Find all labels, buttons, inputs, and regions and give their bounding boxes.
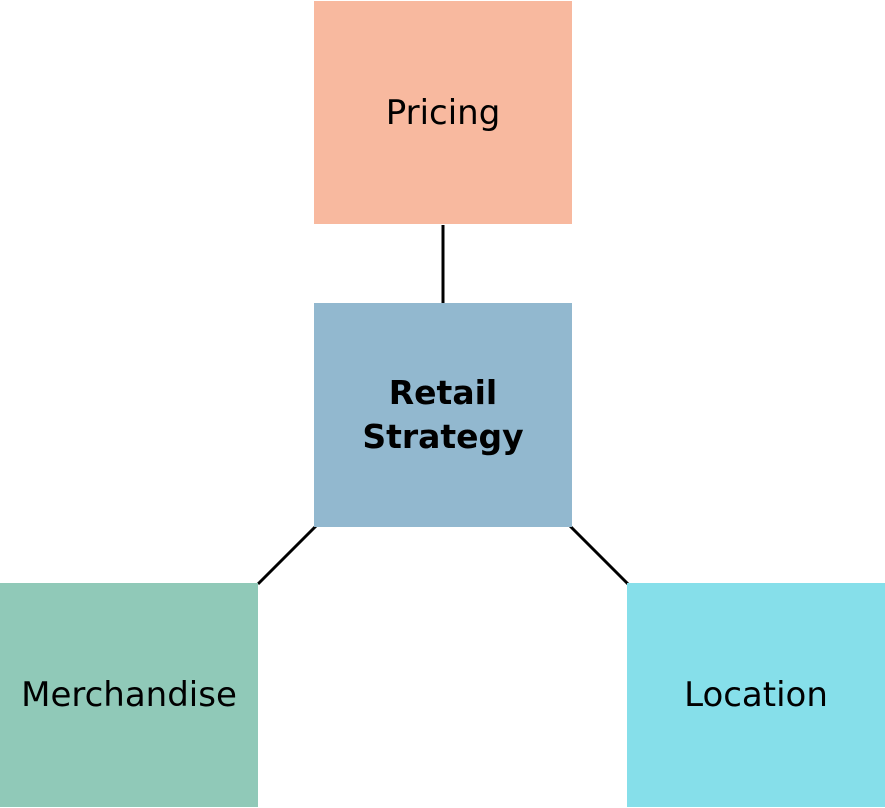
merchandise-label: Merchandise [21,675,237,715]
merchandise-node: Merchandise [0,583,258,807]
location-label: Location [684,675,828,715]
pricing-label: Pricing [385,92,501,133]
location-node: Location [627,583,885,807]
retail-strategy-node: Retail Strategy [314,303,572,527]
retail-strategy-label: Retail Strategy [362,373,524,456]
pricing-node: Pricing [314,1,572,224]
connector-location [568,524,630,586]
connector-merchandise [256,524,318,586]
